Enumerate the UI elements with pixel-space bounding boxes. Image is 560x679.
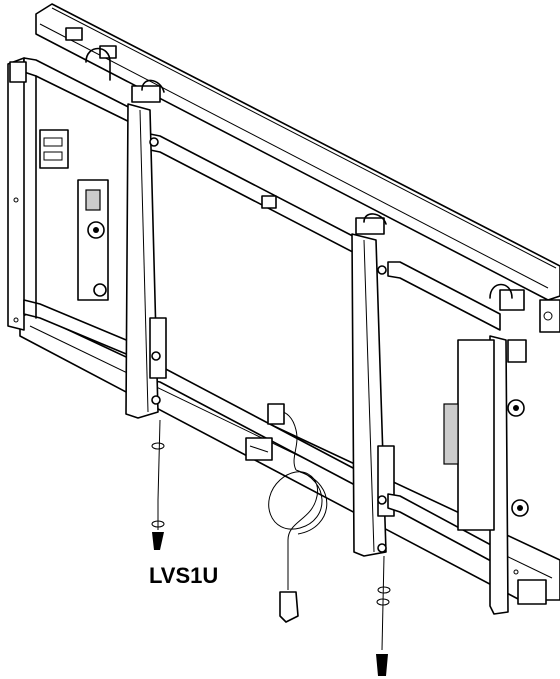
- right-frame: [387, 261, 529, 615]
- left-hanger-strap: [125, 85, 167, 419]
- model-label: LVS1U: [149, 563, 219, 588]
- top-hooks: [85, 47, 513, 299]
- release-cables: [151, 403, 391, 676]
- top-wall-rail: [35, 3, 560, 333]
- left-frame: [7, 57, 151, 365]
